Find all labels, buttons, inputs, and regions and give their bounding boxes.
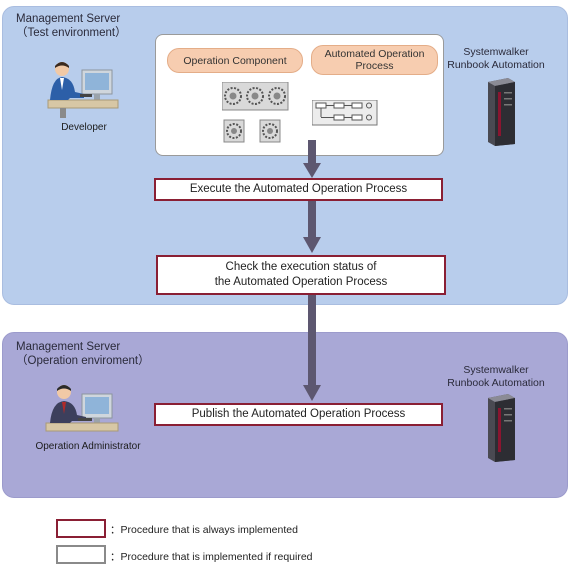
legend-if-required-swatch [56,545,106,564]
legend-always-label: ：Procedure that is always implemented [110,524,298,536]
arrow-to-publish [303,295,321,406]
arrow-to-execute [303,140,321,183]
server-tower-icon [486,394,516,467]
flowchart-icon [311,99,378,131]
arrow-to-check [303,201,321,258]
operation-env-title: Management Server（Operation enviroment） [16,341,150,367]
gear-cluster-icon [221,81,290,153]
legend-if-required-label: ：Procedure that is implemented if requir… [110,551,313,563]
developer-label: Developer [61,122,107,133]
server-tower-icon [486,78,516,151]
step-execute-process: Execute the Automated Operation Process [154,178,443,201]
step-publish-process: Publish the Automated Operation Process [154,403,443,426]
operation-component-label: Operation Component [167,48,303,73]
developer-icon [40,60,122,123]
administrator-icon [40,382,122,445]
legend-always-swatch [56,519,106,538]
administrator-label: Operation Administrator [35,441,141,452]
test-env-title: Management Server（Test environment） [16,13,127,39]
